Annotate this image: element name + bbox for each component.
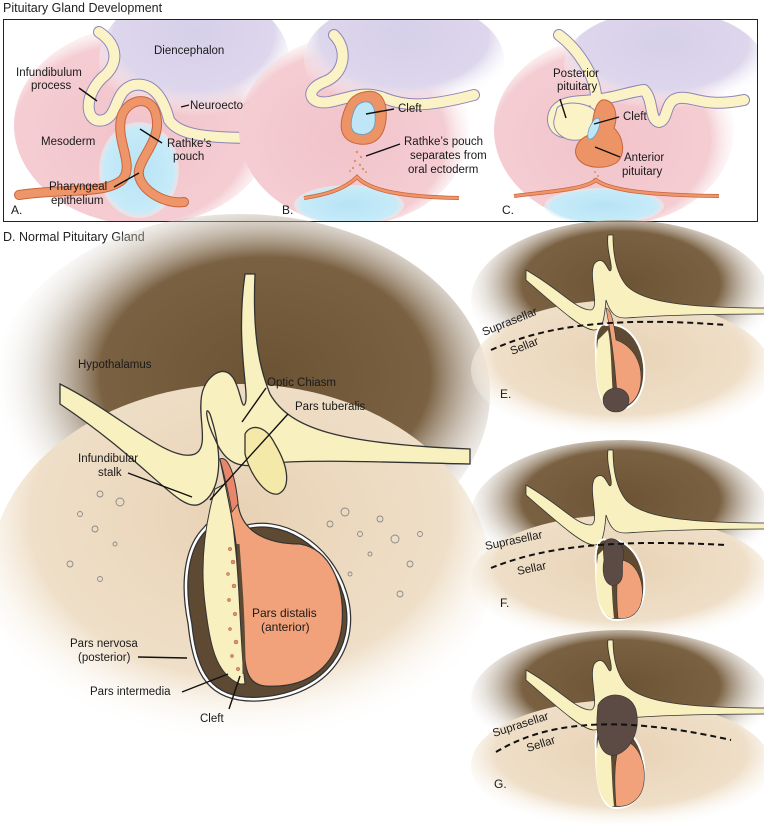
leader-separates bbox=[365, 143, 401, 157]
cleft-line bbox=[236, 543, 246, 675]
pars-intermedia-cells bbox=[226, 547, 240, 672]
suprasellar-line-g bbox=[495, 723, 732, 753]
label-posterior-1: Posterior bbox=[553, 68, 599, 80]
panel-f: Suprasellar Sellar F. bbox=[471, 440, 764, 645]
development-illustration: Diencephalon Infundibulum process Neuroe… bbox=[11, 20, 757, 221]
leader-cleft-d bbox=[228, 675, 241, 710]
separating-cells-b bbox=[349, 150, 367, 173]
leader-cleft-b bbox=[365, 108, 395, 115]
tumor-e bbox=[602, 387, 630, 413]
label-cleft-b: Cleft bbox=[398, 103, 422, 115]
leader-anterior bbox=[594, 146, 621, 158]
panel-g: Suprasellar Sellar G. bbox=[471, 630, 764, 824]
oral-cavity-region-c bbox=[544, 188, 664, 221]
pars-tuberalis bbox=[219, 458, 239, 513]
leader-infundibular bbox=[127, 472, 193, 498]
label-posterior-2: pituitary bbox=[557, 81, 598, 93]
neuroectoderm-c bbox=[548, 30, 749, 138]
hypothalamus-f bbox=[525, 449, 764, 546]
panel-g-letter: G. bbox=[494, 777, 507, 791]
label-rathke-1: Rathke’s bbox=[167, 138, 212, 150]
label-pars-tuberalis: Pars tuberalis bbox=[295, 401, 366, 413]
label-optic-chiasm: Optic Chiasm bbox=[267, 377, 336, 389]
figure-title: Pituitary Gland Development bbox=[3, 1, 163, 15]
panel-c-letter: C. bbox=[502, 203, 514, 217]
label-anterior-1: Anterior bbox=[624, 152, 664, 164]
pars-distalis-f bbox=[616, 559, 643, 619]
label-infundibulum-2: process bbox=[31, 80, 72, 92]
label-separates-3: oral ectoderm bbox=[408, 164, 478, 176]
panel-c: Posterior pituitary Cleft Anterior pitui… bbox=[494, 20, 757, 221]
cleft-b bbox=[350, 101, 376, 135]
leader-infundibulum bbox=[78, 87, 98, 102]
leader-pars-intermedia bbox=[181, 673, 229, 693]
panel-a: Diencephalon Infundibulum process Neuroe… bbox=[11, 20, 289, 221]
label-infundibular-1: Infundibular bbox=[78, 453, 138, 465]
hypothalamus-e bbox=[525, 234, 764, 331]
pars-distalis-e bbox=[605, 307, 642, 408]
label-infundibulum-1: Infundibulum bbox=[16, 67, 82, 79]
suprasellar-line-e bbox=[490, 320, 727, 351]
label-anterior-2: pituitary bbox=[622, 166, 663, 178]
label-pars-distalis-1: Pars distalis bbox=[252, 606, 317, 620]
leader-posterior bbox=[559, 98, 567, 119]
normal-pituitary-illustration: Hypothalamus Optic Chiasm Pars tuberalis… bbox=[0, 214, 490, 764]
leader-rathke bbox=[139, 128, 163, 144]
label-hypothalamus: Hypothalamus bbox=[78, 359, 152, 371]
label-pharyngeal-2: epithelium bbox=[51, 195, 103, 207]
pars-distalis-g bbox=[614, 739, 645, 807]
label-pars-intermedia: Pars intermedia bbox=[90, 686, 171, 698]
label-diencephalon: Diencephalon bbox=[154, 45, 224, 57]
label-infundibular-2: stalk bbox=[98, 467, 122, 479]
rathke-pouch bbox=[15, 97, 188, 207]
leader-pars-nervosa bbox=[137, 656, 188, 659]
oral-ectoderm-fill-b bbox=[303, 175, 460, 200]
panel-a-letter: A. bbox=[11, 203, 22, 217]
label-pars-nervosa-2: (posterior) bbox=[78, 652, 131, 664]
label-mesoderm: Mesoderm bbox=[41, 136, 95, 148]
label-separates-2: separates from bbox=[410, 150, 487, 162]
label-cleft-d: Cleft bbox=[200, 713, 224, 725]
bone-texture bbox=[66, 490, 423, 598]
suprasellar-line-f bbox=[490, 541, 727, 569]
leader-neuroectoderm bbox=[180, 104, 190, 108]
label-pharyngeal-1: Pharyngeal bbox=[49, 181, 107, 193]
optic-chiasm bbox=[244, 426, 288, 495]
label-rathke-2: pouch bbox=[173, 151, 204, 163]
tumor-f bbox=[602, 538, 624, 586]
leader-pars-tuberalis bbox=[209, 413, 289, 501]
leader-cleft-c bbox=[593, 116, 620, 125]
label-separates-1: Rathke’s pouch bbox=[404, 136, 483, 148]
leader-pharyngeal bbox=[113, 172, 140, 188]
panel-d-title: D. Normal Pituitary Gland bbox=[3, 230, 145, 244]
oral-ectoderm-fill-c bbox=[513, 178, 720, 198]
neuroectoderm bbox=[83, 27, 264, 143]
leader-optic-chiasm bbox=[241, 387, 267, 423]
pars-distalis bbox=[219, 458, 343, 687]
development-frame: Diencephalon Infundibulum process Neuroe… bbox=[3, 19, 758, 222]
neuroectoderm-b bbox=[306, 30, 479, 110]
panel-b-letter: B. bbox=[282, 203, 293, 217]
panel-e-letter: E. bbox=[500, 387, 511, 401]
label-cleft-c: Cleft bbox=[623, 111, 647, 123]
panel-e: Suprasellar Sellar E. bbox=[471, 220, 764, 440]
panel-b: Cleft Rathke’s pouch separates from oral… bbox=[239, 20, 504, 221]
sella-outline bbox=[184, 522, 350, 701]
label-pars-nervosa-1: Pars nervosa bbox=[70, 638, 138, 650]
pars-nervosa-e bbox=[596, 330, 614, 408]
label-pars-distalis-2: (anterior) bbox=[261, 620, 310, 634]
panel-f-letter: F. bbox=[500, 596, 509, 610]
